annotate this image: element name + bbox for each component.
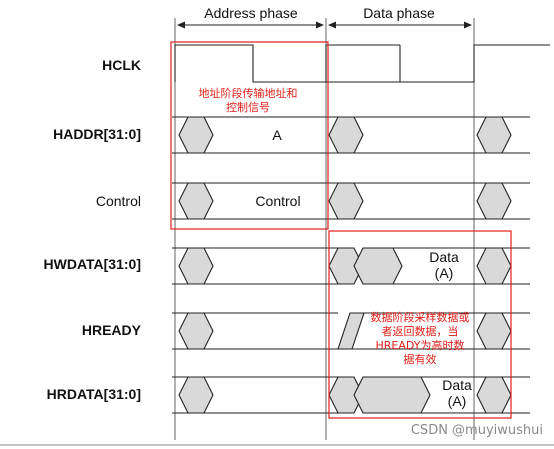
address-phase-arrow <box>177 21 324 29</box>
control-value: Control <box>255 193 300 209</box>
data-phase-arrow <box>328 21 472 29</box>
signal-label-haddr: HADDR[31:0] <box>53 126 141 142</box>
signal-label-hready: HREADY <box>82 322 142 338</box>
hwdata-value-line1: Data <box>429 249 459 265</box>
data-phase-note-line1: 数据阶段采样数据或 <box>371 310 470 324</box>
data-phase-note-line2: 者返回数据，当 <box>382 324 459 338</box>
data-phase-note-line3: HREADY为高时数 <box>376 338 465 352</box>
address-phase-note-line1: 地址阶段传输地址和 <box>199 86 298 100</box>
data-phase-label: Data phase <box>363 5 435 21</box>
address-phase-note-line2: 控制信号 <box>226 100 270 114</box>
signal-label-hclk: HCLK <box>102 57 141 73</box>
hrdata-value-line2: (A) <box>448 393 467 409</box>
hwdata-value-line2: (A) <box>435 265 454 281</box>
haddr-bus <box>172 116 530 154</box>
data-phase-highlight-box <box>328 230 512 419</box>
haddr-value: A <box>272 127 282 143</box>
hrdata-value-line1: Data <box>442 377 472 393</box>
address-phase-label: Address phase <box>204 5 298 21</box>
control-bus <box>172 182 530 220</box>
hclk-waveform <box>174 44 550 83</box>
address-phase-highlight-box <box>170 41 329 230</box>
hclk-waveform-segment <box>253 44 400 83</box>
data-phase-note-line4: 据有效 <box>404 352 437 366</box>
hready-waveform <box>172 312 530 350</box>
signal-label-hwdata: HWDATA[31:0] <box>44 256 141 272</box>
hwdata-bus <box>172 247 530 285</box>
hrdata-bus <box>172 376 530 414</box>
signal-label-hrdata: HRDATA[31:0] <box>47 386 141 402</box>
watermark-text: CSDN @muyiwushui <box>411 423 543 438</box>
signal-label-control: Control <box>96 193 141 209</box>
